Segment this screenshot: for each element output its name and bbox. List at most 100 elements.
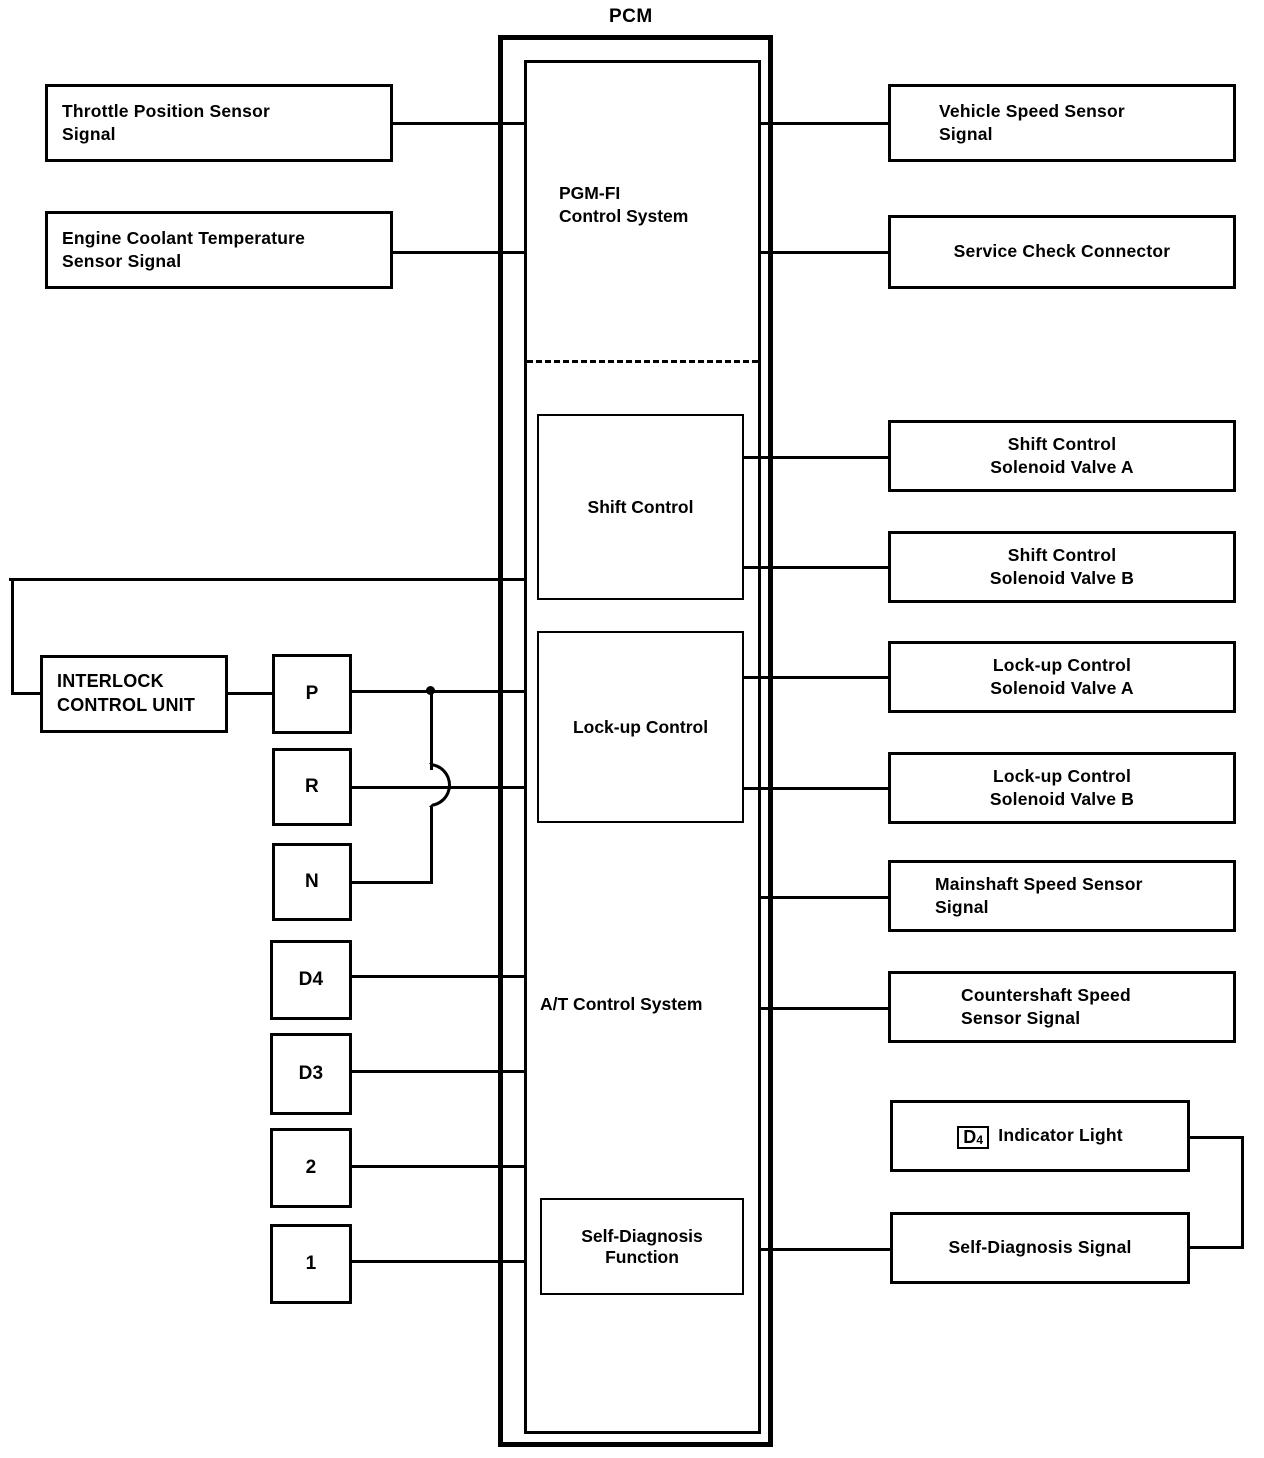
mainshaft-speed-sensor-text: Mainshaft Speed Sensor Signal — [891, 873, 1233, 919]
pgm-fi-label-line2: Control System — [559, 206, 689, 227]
pcm-section-divider — [527, 360, 758, 363]
tps-line2: Signal — [62, 124, 116, 144]
wire-gear-d3-to-pcm — [350, 1070, 527, 1073]
box-self-diagnosis-signal[interactable]: Self-Diagnosis Signal — [890, 1212, 1190, 1284]
wire-d4-selfdiag-riser — [1241, 1136, 1244, 1249]
wire-gear-n-to-junction — [350, 881, 433, 884]
interlock-control-unit-text: INTERLOCK CONTROL UNIT — [57, 670, 195, 718]
wire-shift-control-to-solenoid-b — [742, 566, 890, 569]
shift-solenoid-a-text: Shift Control Solenoid Valve A — [990, 433, 1134, 479]
box-gear-1[interactable]: 1 — [270, 1224, 352, 1304]
module-lockup-control-label: Lock-up Control — [572, 716, 709, 737]
lockup-a-line2: Solenoid Valve A — [990, 678, 1134, 698]
box-vehicle-speed-sensor-signal[interactable]: Vehicle Speed Sensor Signal — [888, 84, 1236, 162]
shift-b-line2: Solenoid Valve B — [989, 568, 1135, 588]
box-engine-coolant-temperature-sensor-signal[interactable]: Engine Coolant Temperature Sensor Signal — [45, 211, 393, 289]
box-gear-d4[interactable]: D4 — [270, 940, 352, 1020]
gear-r-label: R — [305, 776, 319, 797]
wire-hop-over-r — [429, 763, 451, 807]
wire-pn-drop-upper — [430, 690, 433, 770]
lockup-solenoid-b-text: Lock-up Control Solenoid Valve B — [990, 765, 1134, 811]
wire-lockup-control-to-solenoid-a — [742, 676, 890, 679]
wire-interlock-riser — [11, 578, 14, 695]
wire-lockup-control-to-solenoid-b — [742, 787, 890, 790]
wire-selfdiag-right-stub — [1188, 1246, 1243, 1249]
at-control-system-label: A/T Control System — [540, 994, 703, 1014]
wire-self-diagnosis-function-to-signal — [758, 1248, 892, 1251]
self-diagnosis-signal-text: Self-Diagnosis Signal — [948, 1237, 1132, 1258]
self-diagnosis-function-line1: Self-Diagnosis — [581, 1225, 703, 1246]
wire-gear-r-to-pcm — [350, 786, 527, 789]
module-lockup-control[interactable]: Lock-up Control — [537, 631, 744, 823]
shift-a-line1: Shift Control — [1007, 433, 1117, 454]
vss-line1: Vehicle Speed Sensor — [939, 100, 1125, 121]
gear-d4-label: D4 — [298, 969, 324, 990]
box-gear-2[interactable]: 2 — [270, 1128, 352, 1208]
box-gear-p[interactable]: P — [272, 654, 352, 734]
mainshaft-line2: Signal — [935, 897, 989, 917]
wire-gear-p-to-pcm — [350, 690, 527, 693]
shift-b-line1: Shift Control — [1007, 544, 1117, 565]
box-shift-control-solenoid-valve-b[interactable]: Shift Control Solenoid Valve B — [888, 531, 1236, 603]
wire-pcm-to-service-check-connector — [758, 251, 890, 254]
box-gear-r[interactable]: R — [272, 748, 352, 826]
module-shift-control[interactable]: Shift Control — [537, 414, 744, 600]
shift-solenoid-b-text: Shift Control Solenoid Valve B — [990, 544, 1134, 590]
wire-d4-indicator-right-stub — [1188, 1136, 1243, 1139]
wire-gear-d4-to-pcm — [350, 975, 527, 978]
wire-pcm-to-countershaft-speed-sensor — [758, 1007, 890, 1010]
countershaft-line2: Sensor Signal — [961, 1008, 1081, 1028]
module-shift-control-label: Shift Control — [587, 496, 694, 517]
wire-pcm-to-vehicle-speed-sensor — [758, 122, 890, 125]
box-shift-control-solenoid-valve-a[interactable]: Shift Control Solenoid Valve A — [888, 420, 1236, 492]
pcm-title: PCM — [609, 6, 653, 27]
gear-d3-label: D3 — [298, 1063, 324, 1084]
wire-pcm-to-mainshaft-speed-sensor — [758, 896, 890, 899]
vss-line2: Signal — [939, 124, 993, 144]
box-lock-up-control-solenoid-valve-a[interactable]: Lock-up Control Solenoid Valve A — [888, 641, 1236, 713]
shift-a-line2: Solenoid Valve A — [990, 457, 1134, 477]
wire-shift-control-to-solenoid-a — [742, 456, 890, 459]
wire-gear-1-to-pcm — [350, 1260, 527, 1263]
wire-interlock-to-pcm — [9, 578, 527, 581]
gear-2-label: 2 — [305, 1157, 317, 1178]
gear-1-label: 1 — [305, 1253, 317, 1274]
box-throttle-position-sensor-signal[interactable]: Throttle Position Sensor Signal — [45, 84, 393, 162]
lockup-solenoid-a-text: Lock-up Control Solenoid Valve A — [990, 654, 1134, 700]
tps-line1: Throttle Position Sensor — [62, 100, 271, 121]
ect-line2: Sensor Signal — [62, 251, 182, 271]
wire-interlock-left-stub — [11, 692, 43, 695]
box-service-check-connector[interactable]: Service Check Connector — [888, 215, 1236, 289]
d4-badge-subscript: 4 — [976, 1132, 984, 1147]
pgm-fi-control-system-label: PGM-FI Control System — [559, 182, 688, 228]
wire-ect-to-pcm — [391, 251, 527, 254]
d4-indicator-label: Indicator Light — [998, 1125, 1123, 1146]
wire-gear-2-to-pcm — [350, 1165, 527, 1168]
throttle-position-sensor-signal-text: Throttle Position Sensor Signal — [62, 100, 270, 146]
box-gear-d3[interactable]: D3 — [270, 1033, 352, 1115]
box-countershaft-speed-sensor-signal[interactable]: Countershaft Speed Sensor Signal — [888, 971, 1236, 1043]
wire-interlock-to-gear-p — [226, 692, 274, 695]
ect-signal-text: Engine Coolant Temperature Sensor Signal — [62, 227, 305, 273]
pgm-fi-label-line1: PGM-FI — [559, 183, 621, 203]
wire-tps-to-pcm — [391, 122, 527, 125]
box-gear-n[interactable]: N — [272, 843, 352, 921]
module-self-diagnosis-function[interactable]: Self-Diagnosis Function Self-Diagnosis F… — [540, 1198, 744, 1295]
lockup-b-line1: Lock-up Control — [992, 765, 1132, 786]
mainshaft-line1: Mainshaft Speed Sensor — [935, 873, 1143, 894]
interlock-line1: INTERLOCK — [57, 671, 164, 692]
interlock-line2: CONTROL UNIT — [57, 695, 196, 715]
box-lock-up-control-solenoid-valve-b[interactable]: Lock-up Control Solenoid Valve B — [888, 752, 1236, 824]
ect-line1: Engine Coolant Temperature — [62, 227, 306, 248]
box-interlock-control-unit[interactable]: INTERLOCK CONTROL UNIT — [40, 655, 228, 733]
lockup-b-line2: Solenoid Valve B — [989, 789, 1135, 809]
d4-badge-letter: D — [963, 1126, 977, 1147]
gear-n-label: N — [305, 871, 319, 892]
service-check-connector-text: Service Check Connector — [953, 241, 1171, 262]
box-mainshaft-speed-sensor-signal[interactable]: Mainshaft Speed Sensor Signal — [888, 860, 1236, 932]
countershaft-line1: Countershaft Speed — [961, 984, 1131, 1005]
